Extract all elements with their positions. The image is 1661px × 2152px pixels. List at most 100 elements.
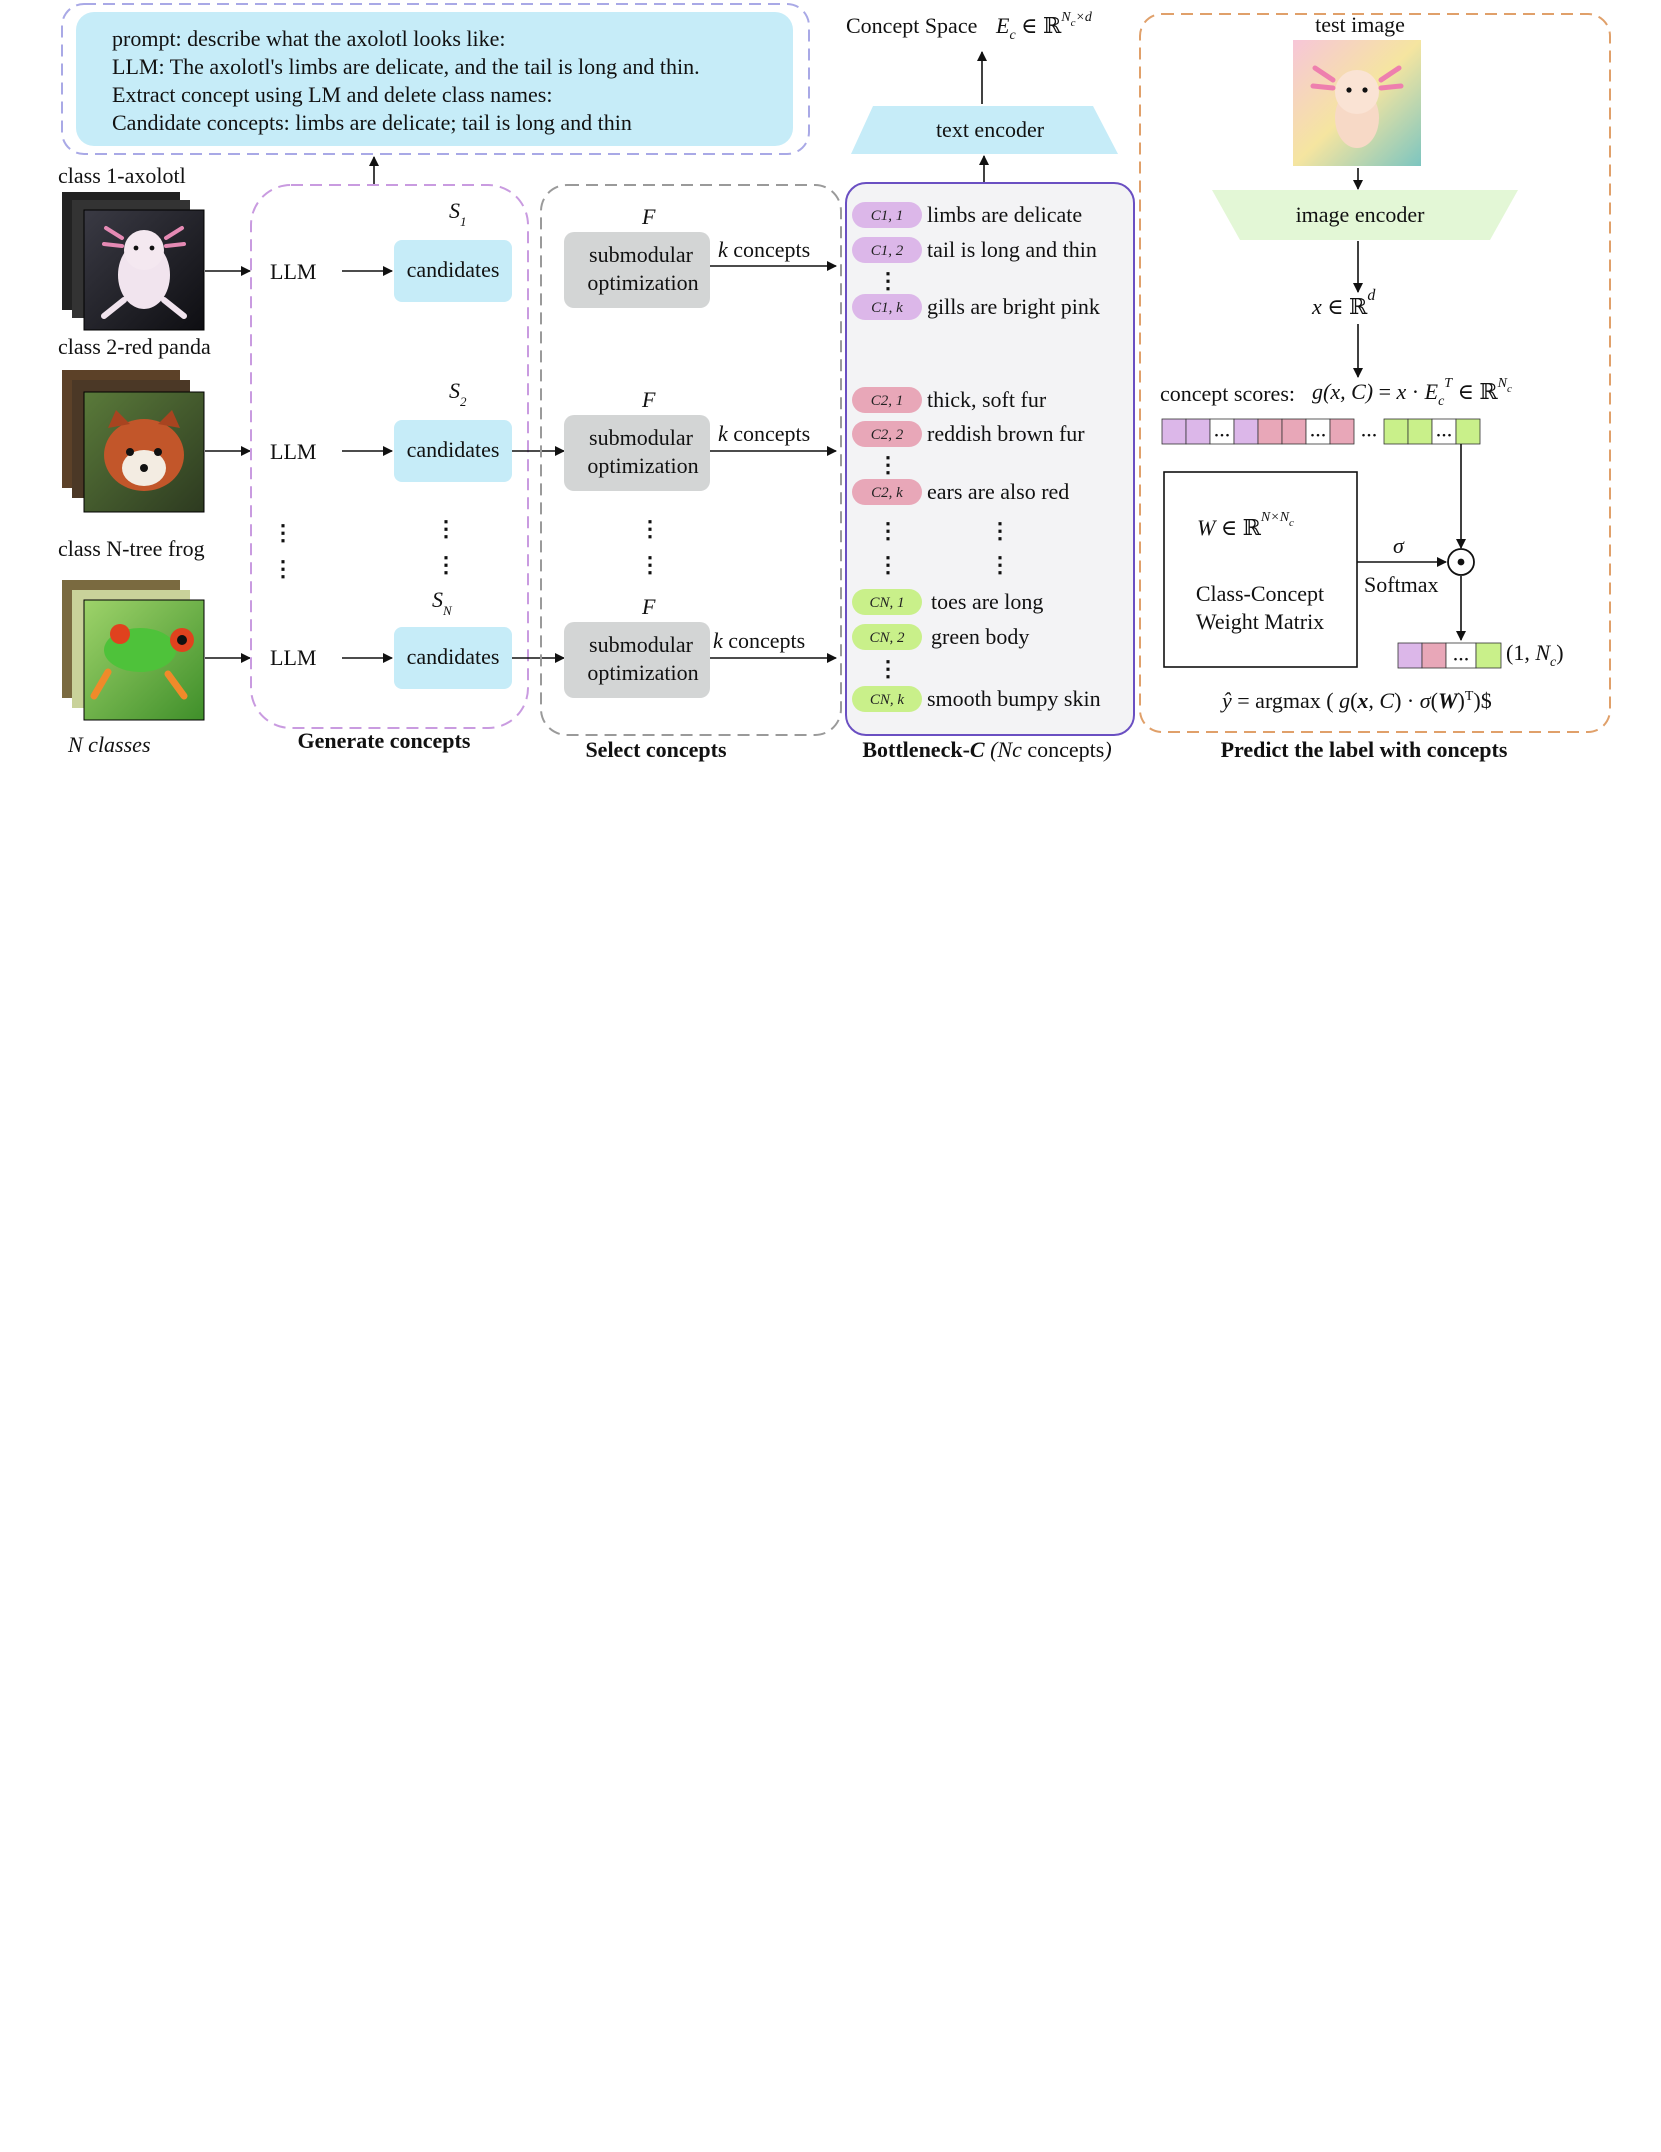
bar-cell (1383, 418, 1409, 445)
dots-llm: ⋮ (272, 520, 294, 545)
bar-cell-ellipsis: ... (1214, 417, 1231, 442)
llm-label-2: LLM (270, 439, 316, 464)
candidates-box-1 (394, 240, 512, 302)
submodular-box-n (564, 622, 710, 698)
text-encoder-shape (851, 106, 1118, 154)
weight-matrix-box (1163, 471, 1358, 668)
dots-sub-2: ⋮ (639, 552, 661, 577)
concept-pill-label: C2, 2 (871, 427, 904, 443)
dots-llm-2: ⋮ (272, 556, 294, 581)
dots-cand-2: ⋮ (435, 552, 457, 577)
dots-cand: ⋮ (435, 516, 457, 541)
scores-formula: g(x, C) = x · EcT ∈ ℝNc (1312, 376, 1512, 409)
test-axolotl-image (1293, 40, 1421, 166)
f-symbol-2: F (641, 387, 656, 412)
concept-text: tail is long and thin (927, 237, 1097, 262)
bar-cell (1455, 418, 1481, 445)
bar-cell (1397, 642, 1423, 669)
class-2-label: class 2-red panda (58, 334, 211, 359)
concept-text: toes are long (931, 589, 1043, 614)
section-title-generate: Generate concepts (298, 728, 471, 753)
bar-cell (1407, 418, 1433, 445)
predict-section-border (1139, 13, 1611, 733)
output-bar: ... (1397, 641, 1502, 669)
output-shape: (1, Nc) (1506, 640, 1564, 670)
section-title-bottleneck: Bottleneck-C (Nc concepts) (862, 737, 1111, 762)
section-title-select: Select concepts (585, 737, 727, 762)
concept-pill (852, 624, 922, 650)
yhat-formula: ŷ = argmax ( g(x, C) · σ(W)T)$ (1220, 688, 1492, 713)
concept-pill-label: C1, k (871, 300, 903, 316)
prompt-line-3: Extract concept using LM and delete clas… (112, 82, 552, 107)
bar-cell (1421, 642, 1447, 669)
tree-frog-image (62, 580, 205, 721)
concept-pill (852, 237, 922, 263)
test-image-label: test image (1315, 12, 1405, 37)
concept-pill-label: C1, 1 (871, 208, 904, 224)
concept-pill (852, 387, 922, 413)
concept-text: green body (931, 624, 1029, 649)
bar-cell (1185, 418, 1211, 445)
x-formula: x ∈ ℝd (1311, 287, 1376, 319)
weight-formula: W ∈ ℝN×Nc (1197, 510, 1294, 540)
concept-pill-label: C2, 1 (871, 393, 904, 409)
concept-space-label: Concept Space (846, 13, 977, 38)
dots-c-mid-b: ⋮ (877, 552, 899, 577)
bar-cell (1209, 418, 1235, 445)
submodular-label-2a: submodular (589, 425, 694, 450)
submodular-label-2b: optimization (587, 453, 698, 478)
dots-c-mid-a: ⋮ (877, 518, 899, 543)
concept-pill (852, 202, 922, 228)
dots-c1: ⋮ (877, 268, 899, 293)
section-title-predict: Predict the label with concepts (1221, 737, 1508, 762)
submodular-label-1a: submodular (589, 242, 694, 267)
concept-text: gills are bright pink (927, 294, 1100, 319)
submodular-box-1 (564, 232, 710, 308)
axolotl-image (62, 192, 205, 331)
image-encoder-label: image encoder (1296, 202, 1426, 227)
concept-pill-label: CN, k (870, 692, 905, 708)
submodular-box-2 (564, 415, 710, 491)
text-encoder-label: text encoder (936, 117, 1045, 142)
concept-pill-label: C1, 2 (871, 243, 904, 259)
scores-label: concept scores: (1160, 381, 1295, 406)
bar-ellipsis: ... (1361, 417, 1378, 442)
prompt-line-4: Candidate concepts: limbs are delicate; … (112, 110, 632, 135)
k-concepts-1: k concepts (718, 237, 810, 262)
concept-text: reddish brown fur (927, 421, 1085, 446)
bar-cell (1445, 642, 1477, 669)
generate-section-border (250, 184, 529, 729)
candidates-box-2 (394, 420, 512, 482)
submodular-label-nb: optimization (587, 660, 698, 685)
concept-pill-label: CN, 2 (869, 630, 905, 646)
set-label-1: S1 (449, 198, 467, 229)
weight-title-2: Weight Matrix (1196, 609, 1324, 634)
prompt-line-1: prompt: describe what the axolotl looks … (112, 26, 505, 51)
prompt-line-2: LLM: The axolotl's limbs are delicate, a… (112, 54, 700, 79)
bar-cell (1475, 642, 1502, 669)
llm-label-n: LLM (270, 645, 316, 670)
k-concepts-n: k concepts (713, 628, 805, 653)
bar-cell (1233, 418, 1259, 445)
dots-sub: ⋮ (639, 516, 661, 541)
bar-cell (1281, 418, 1307, 445)
concept-pill (852, 479, 922, 505)
weight-title-1: Class-Concept (1196, 581, 1324, 606)
concept-text: smooth bumpy skin (927, 686, 1101, 711)
set-label-2: S2 (449, 378, 467, 409)
concept-pill-label: C2, k (871, 485, 903, 501)
submodular-label-1b: optimization (587, 270, 698, 295)
bar-cell (1257, 418, 1283, 445)
concept-text: thick, soft fur (927, 387, 1047, 412)
dots-c2: ⋮ (877, 452, 899, 477)
candidates-label-n: candidates (407, 644, 500, 669)
image-encoder-shape (1212, 190, 1518, 240)
prompt-box (76, 12, 793, 146)
bar-cell-ellipsis: ... (1436, 417, 1453, 442)
concept-pill (852, 589, 922, 615)
concept-score-bar: ............ (1161, 417, 1481, 445)
select-section-border (540, 184, 842, 736)
